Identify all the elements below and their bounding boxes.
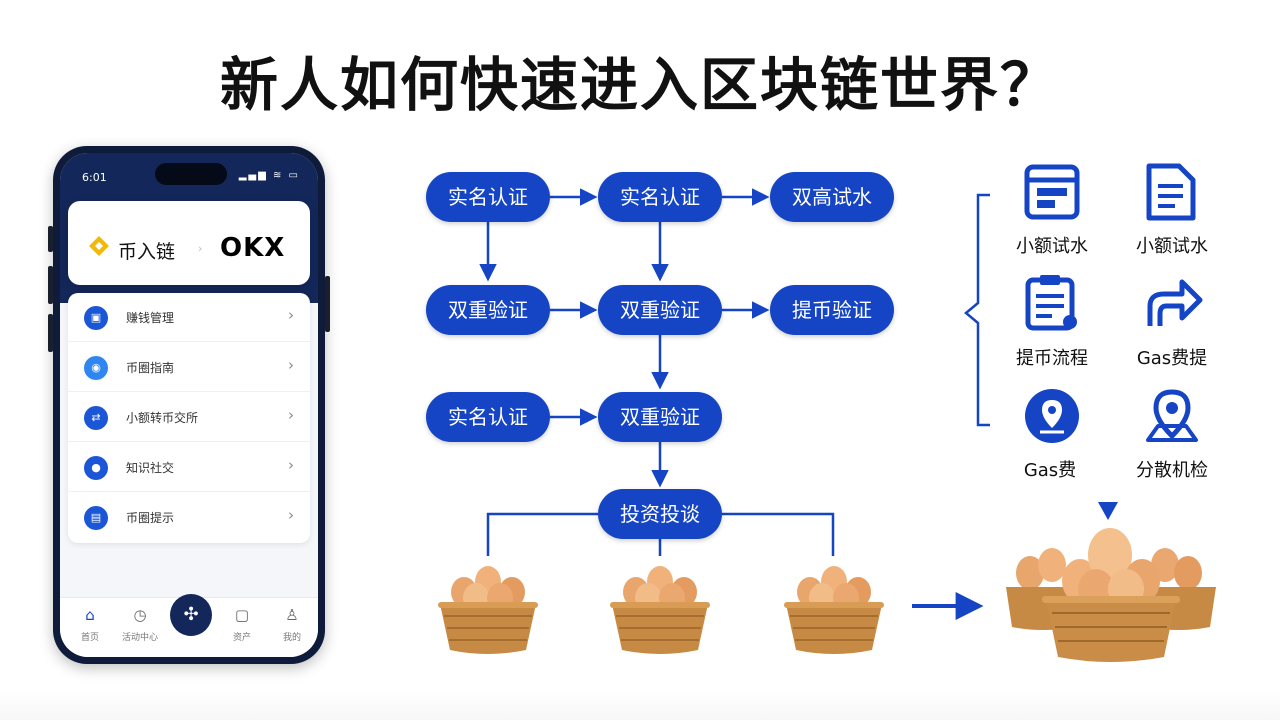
partner-logo: OKX xyxy=(220,233,286,263)
menu-item[interactable]: ▤ 币圈提示 › xyxy=(68,493,310,542)
tab-activity[interactable]: ◷ 活动中心 xyxy=(120,606,160,643)
egg-basket-icon xyxy=(610,566,710,654)
grid-item-label: 小额试水 xyxy=(1136,236,1208,257)
tab-label: 活动中心 xyxy=(121,633,158,643)
phone-screen: 6:01 ▂▄▆ ≋ ▭ 币入链 › OKX ▣ 赚钱管理 › ◉ xyxy=(60,153,318,657)
branch-right xyxy=(722,512,835,556)
center-action-button[interactable]: ✣ xyxy=(170,594,212,636)
menu-item-label: 赚钱管理 xyxy=(126,311,175,325)
egg-basket-icon xyxy=(784,566,884,654)
page-title: 新人如何快速进入区块链世界？ xyxy=(219,51,1060,119)
menu-item-label: 知识社交 xyxy=(126,461,175,475)
browser-icon xyxy=(1024,164,1080,220)
phone-volume-up xyxy=(48,266,53,304)
step-real-name-2: 实名认证 xyxy=(598,172,722,222)
status-icons: ▂▄▆ ≋ ▭ xyxy=(238,170,300,181)
menu-item-label: 币圈指南 xyxy=(126,361,175,375)
menu-item[interactable]: ⇄ 小额转币交所 › xyxy=(68,393,310,442)
branch-left xyxy=(486,512,598,556)
status-time: 6:01 xyxy=(82,171,107,184)
step-test-water: 双高试水 xyxy=(770,172,894,222)
id-card-icon: ▣ xyxy=(84,306,108,330)
exchange-icon: ⇄ xyxy=(84,406,108,430)
grid-item-label: 小额试水 xyxy=(1016,236,1088,257)
wallet-icon: ▤ xyxy=(84,506,108,530)
phone-mockup: 6:01 ▂▄▆ ≋ ▭ 币入链 › OKX ▣ 赚钱管理 › ◉ xyxy=(48,146,330,664)
menu-item-label: 小额转币交所 xyxy=(126,411,199,425)
grid-item-label: 提币流程 xyxy=(1016,348,1088,369)
egg-basket-icon xyxy=(438,566,538,654)
down-triangle-icon xyxy=(1098,502,1118,520)
clipboard-icon xyxy=(1025,275,1077,331)
brand-name: 币入链 xyxy=(118,241,176,263)
chevron-right-icon: › xyxy=(288,406,294,424)
user-icon: ● xyxy=(84,456,108,480)
tab-home[interactable]: ⌂ 首页 xyxy=(70,606,110,643)
document-icon xyxy=(1146,163,1196,221)
bottom-shadow xyxy=(0,690,1280,720)
step-2fa-3: 双重验证 xyxy=(598,392,722,442)
step-withdraw-verify: 提币验证 xyxy=(770,285,894,335)
home-icon: ⌂ xyxy=(85,606,95,624)
step-2fa-1: 双重验证 xyxy=(426,285,550,335)
tab-label: 我的 xyxy=(282,633,301,643)
grid-bracket xyxy=(964,193,990,427)
wallet-icon: ▢ xyxy=(234,606,250,624)
brand-card: 币入链 › OKX xyxy=(68,201,310,285)
tab-profile[interactable]: ♙ 我的 xyxy=(272,606,312,643)
brand-logo-icon xyxy=(89,236,109,256)
chevron-right-icon: › xyxy=(288,456,294,474)
brand-separator: › xyxy=(198,242,203,255)
menu-item[interactable]: ▣ 赚钱管理 › xyxy=(68,293,310,342)
step-real-name-1: 实名认证 xyxy=(426,172,550,222)
grid-item-label: Gas费提 xyxy=(1136,348,1208,369)
phone-side-button xyxy=(48,226,53,252)
user-icon: ♙ xyxy=(285,606,299,624)
menu-list: ▣ 赚钱管理 › ◉ 币圈指南 › ⇄ 小额转币交所 › ● 知识社交 xyxy=(68,293,310,543)
chevron-right-icon: › xyxy=(288,506,294,524)
clock-icon: ◷ xyxy=(133,606,147,624)
tab-label: 首页 xyxy=(80,633,99,643)
phone-volume-down xyxy=(48,314,53,352)
arrow-send-icon xyxy=(1147,279,1203,326)
chevron-right-icon: › xyxy=(288,306,294,324)
phone-power-button xyxy=(325,276,330,332)
step-2fa-2: 双重验证 xyxy=(598,285,722,335)
grid-item-label: Gas费 xyxy=(1023,460,1077,481)
menu-item-label: 币圈提示 xyxy=(126,511,175,525)
map-pin-icon xyxy=(1146,389,1198,442)
chevron-right-icon: › xyxy=(288,356,294,374)
grid-item-label: 分散机检 xyxy=(1136,460,1208,481)
tab-bar: ⌂ 首页 ◷ 活动中心 ✣ ▢ 资产 ♙ 我的 xyxy=(60,594,318,657)
tab-label: 资产 xyxy=(232,633,251,643)
tab-assets[interactable]: ▢ 资产 xyxy=(222,606,262,643)
location-icon xyxy=(1025,389,1079,443)
step-invest: 投资投谈 xyxy=(598,489,722,539)
chat-icon: ◉ xyxy=(84,356,108,380)
step-real-name-3: 实名认证 xyxy=(426,392,550,442)
egg-baskets-group-icon xyxy=(1006,528,1216,662)
menu-item[interactable]: ◉ 币圈指南 › xyxy=(68,343,310,392)
menu-item[interactable]: ● 知识社交 › xyxy=(68,443,310,492)
phone-notch xyxy=(155,163,227,185)
